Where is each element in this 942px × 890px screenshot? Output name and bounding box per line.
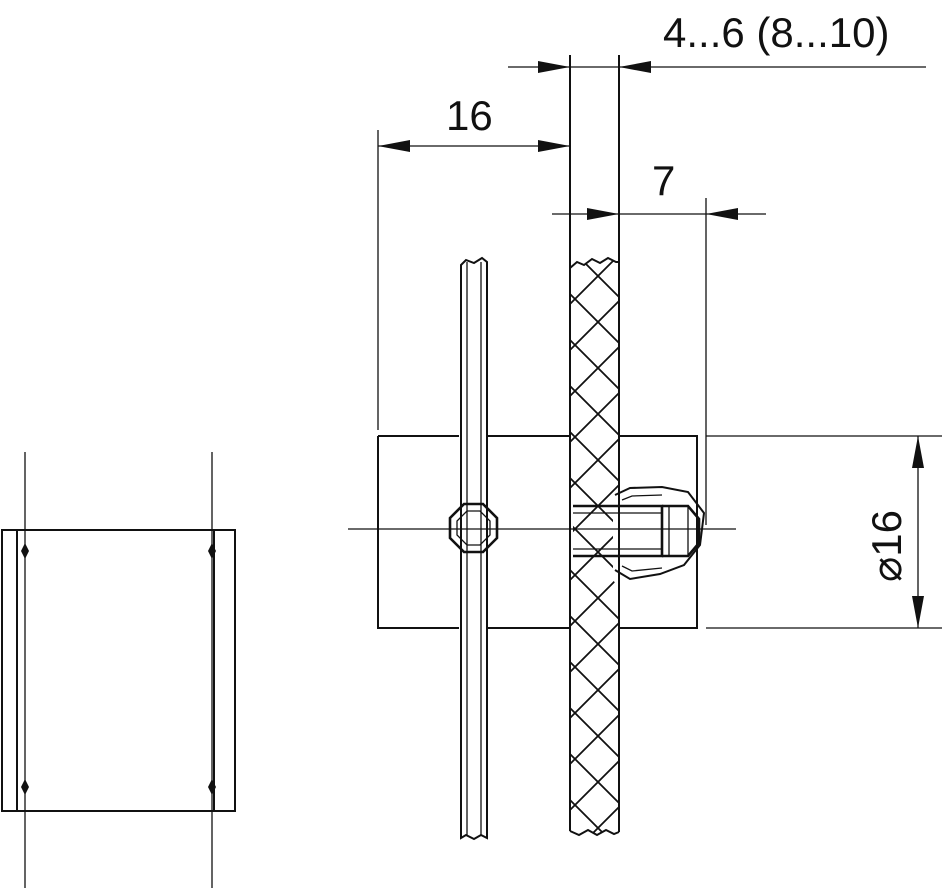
dimension-diameter: ⌀16	[863, 436, 924, 628]
hex-nut	[448, 502, 499, 554]
dimension-thickness: 4...6 (8...10)	[508, 9, 926, 73]
section-view: 4...6 (8...10) 16 7 ⌀16	[348, 9, 942, 841]
clamp-body-far	[619, 435, 698, 629]
glass-panel	[569, 256, 620, 837]
mounting-point-markers	[21, 543, 216, 795]
dimension-depth-label: 7	[652, 157, 675, 204]
dimension-thickness-label: 4...6 (8...10)	[663, 9, 889, 56]
clamp-body-right	[486, 435, 570, 629]
side-view-plate	[1, 529, 236, 812]
support-plate	[460, 256, 488, 841]
dimension-distance-label: 16	[446, 92, 493, 139]
dimension-depth: 7	[552, 157, 766, 220]
side-view	[1, 452, 236, 888]
dimension-diameter-label: ⌀16	[863, 510, 910, 582]
dimension-distance: 16	[378, 92, 570, 152]
clamp-body-left	[377, 435, 459, 629]
